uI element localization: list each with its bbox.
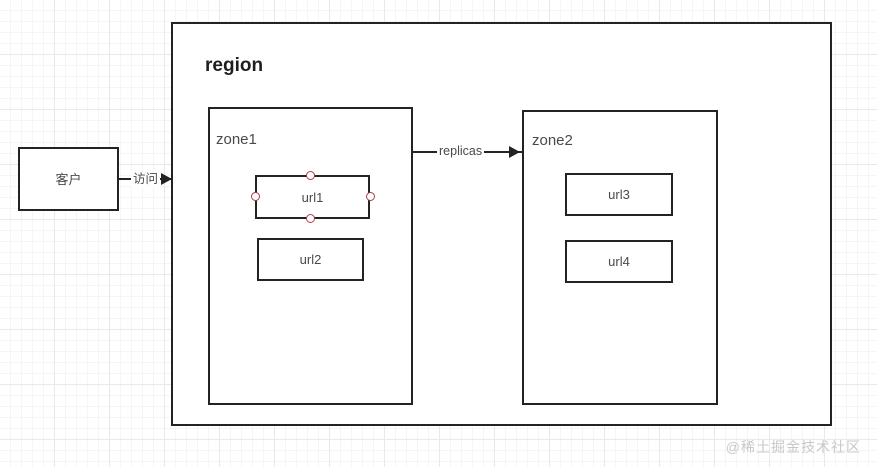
node-url1-label: url1	[301, 189, 324, 205]
connection-handle-bottom-icon[interactable]	[306, 214, 315, 223]
watermark: @稀土掘金技术社区	[725, 439, 861, 455]
edge-replicas-label: replicas	[437, 144, 485, 159]
container-region-label: region	[205, 55, 264, 76]
arrow-head-icon	[161, 173, 172, 185]
node-url3[interactable]: url3	[565, 173, 673, 216]
connection-handle-top-icon[interactable]	[306, 171, 315, 180]
container-zone2-label: zone2	[532, 132, 573, 149]
container-zone1-label: zone1	[216, 131, 257, 148]
connection-handle-right-icon[interactable]	[366, 192, 375, 201]
node-client-label: 客户	[55, 171, 82, 187]
arrow-head-icon	[509, 146, 520, 158]
node-url4-label: url4	[608, 254, 630, 269]
edge-access-label: 访问	[131, 172, 161, 187]
connection-handle-left-icon[interactable]	[251, 192, 260, 201]
node-url3-label: url3	[608, 187, 630, 202]
node-url2-label: url2	[299, 252, 322, 267]
node-url2[interactable]: url2	[257, 238, 364, 281]
node-client[interactable]: 客户	[18, 147, 119, 211]
node-url1[interactable]: url1	[255, 175, 370, 219]
node-url4[interactable]: url4	[565, 240, 673, 283]
